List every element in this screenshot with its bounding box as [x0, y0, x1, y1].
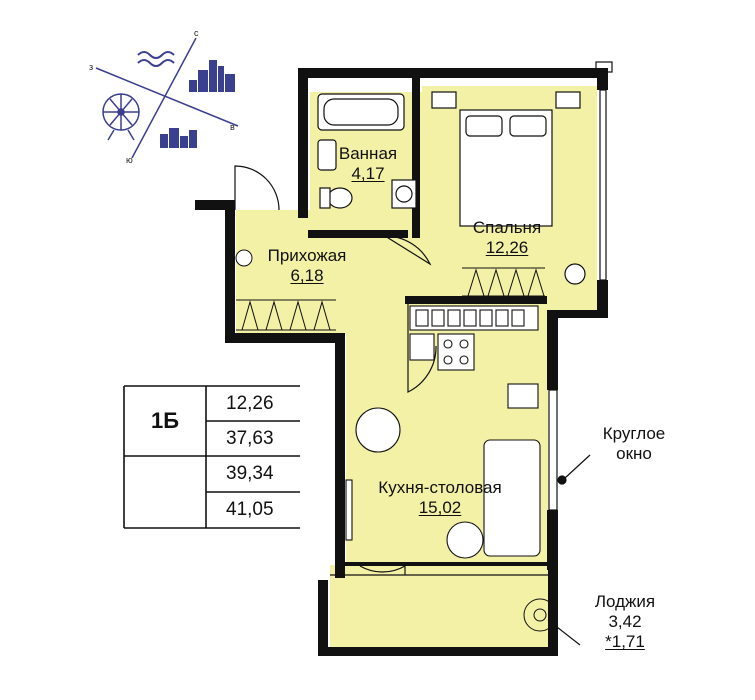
compass-north-label: с [194, 28, 199, 38]
room-name: Прихожая [267, 246, 347, 265]
room-name: Ванная [338, 144, 398, 163]
bathroom-fixtures [317, 93, 417, 209]
tv-stand-icon [345, 479, 353, 541]
round-window-callout: Круглое окно [584, 424, 684, 464]
hall-kitchen-door [384, 235, 432, 266]
loggia-fill [330, 565, 548, 647]
kitchen-sink-icon [507, 383, 539, 409]
entrance-door-swing [234, 165, 280, 211]
top-corner-window [595, 61, 613, 73]
bath-south-wall [308, 230, 408, 238]
compass-north-south-line [131, 37, 197, 159]
hall-coat-rack-icon [235, 249, 253, 267]
apartment-type: 1Б [150, 408, 180, 433]
round-window-line1: Круглое [602, 424, 666, 443]
fridge-icon [409, 333, 435, 361]
low-buildings-icon [160, 128, 197, 148]
sink-icon [317, 139, 337, 171]
room-area: 12,26 [485, 238, 529, 257]
toilet-icon [327, 187, 353, 209]
compass-east-label: в [230, 122, 235, 132]
bedroom-wardrobe-icon [462, 267, 545, 297]
sofa-icon [483, 439, 541, 557]
loggia-area: 3,42 [608, 612, 642, 631]
room-area: 4,17 [351, 164, 385, 183]
living-area-value: 12,26 [226, 392, 274, 414]
west-bath-wall [298, 68, 308, 218]
nightstand-right-icon [555, 91, 581, 109]
kitchen-fixtures [345, 305, 541, 559]
kitchen-east-wall [547, 310, 558, 390]
room-label-bathroom: Ванная 4,17 [326, 144, 410, 184]
loggia-west-wall [318, 580, 328, 656]
compass-south-label: ю [126, 155, 133, 165]
summary-card-frame [123, 385, 300, 529]
room-label-hallway: Прихожая 6,18 [252, 246, 362, 286]
water-waves-icon [137, 51, 175, 67]
area-full-loggia-value: 41,05 [226, 499, 274, 520]
plant-icon [523, 598, 557, 632]
hall-north-wall [195, 200, 235, 210]
city-skyline-icon [189, 60, 235, 92]
kitchen-door-lower [407, 300, 437, 393]
loggia-name: Лоджия [594, 592, 656, 611]
kitchen-south-wall [345, 562, 550, 566]
area-with-loggia-value: 39,34 [226, 463, 274, 484]
bedroom-east-wall [597, 280, 608, 312]
round-window-line2: окно [616, 444, 652, 463]
ferris-wheel-icon [102, 93, 140, 141]
dining-table-icon [355, 407, 401, 453]
north-wall [298, 68, 608, 78]
loggia-door [359, 564, 406, 575]
hall-west-wall [225, 200, 235, 338]
room-label-bedroom: Спальня 12,26 [462, 218, 552, 258]
hall-south-wall [225, 333, 345, 343]
loggia-reduced-area: *1,71 [605, 632, 645, 651]
sofa-table-icon [446, 521, 484, 559]
round-window-leader [564, 454, 591, 479]
stove-icon [437, 333, 475, 371]
room-area: 6,18 [290, 266, 324, 285]
windows [330, 61, 613, 576]
kitchen-east-wall-low [547, 510, 558, 570]
doors [234, 165, 437, 575]
hall-wardrobe-icon [236, 299, 336, 331]
loggia-east-wall [548, 570, 558, 656]
round-window-marker-icon [557, 475, 567, 485]
kitchen-west-wall [335, 333, 345, 578]
compass-west-east-line [95, 67, 239, 127]
callout-lines [547, 454, 591, 646]
bedroom-right-window-wall [558, 310, 608, 318]
kitchen-window [548, 389, 558, 511]
walls [195, 68, 608, 656]
wardrobes [236, 267, 545, 331]
bedroom-chair-icon [564, 263, 586, 285]
nightstand-left-icon [431, 91, 457, 109]
loggia-callout: Лоджия 3,42 *1,71 [580, 592, 670, 652]
loggia-leader [547, 619, 581, 646]
east-wall [597, 68, 608, 90]
loggia-south-wall [318, 647, 558, 656]
bath-east-wall [412, 78, 420, 238]
compass-west-label: з [89, 62, 94, 72]
bedroom-furniture [431, 91, 586, 285]
room-area: 15,02 [418, 498, 462, 517]
kitchen-partition [405, 296, 547, 304]
room-label-kitchen: Кухня-столовая 15,02 [350, 478, 530, 518]
compass [95, 37, 239, 159]
room-name: Кухня-столовая [378, 478, 502, 497]
bedroom-window [599, 89, 607, 281]
room-name: Спальня [472, 218, 542, 237]
total-area-value: 37,63 [226, 427, 274, 449]
